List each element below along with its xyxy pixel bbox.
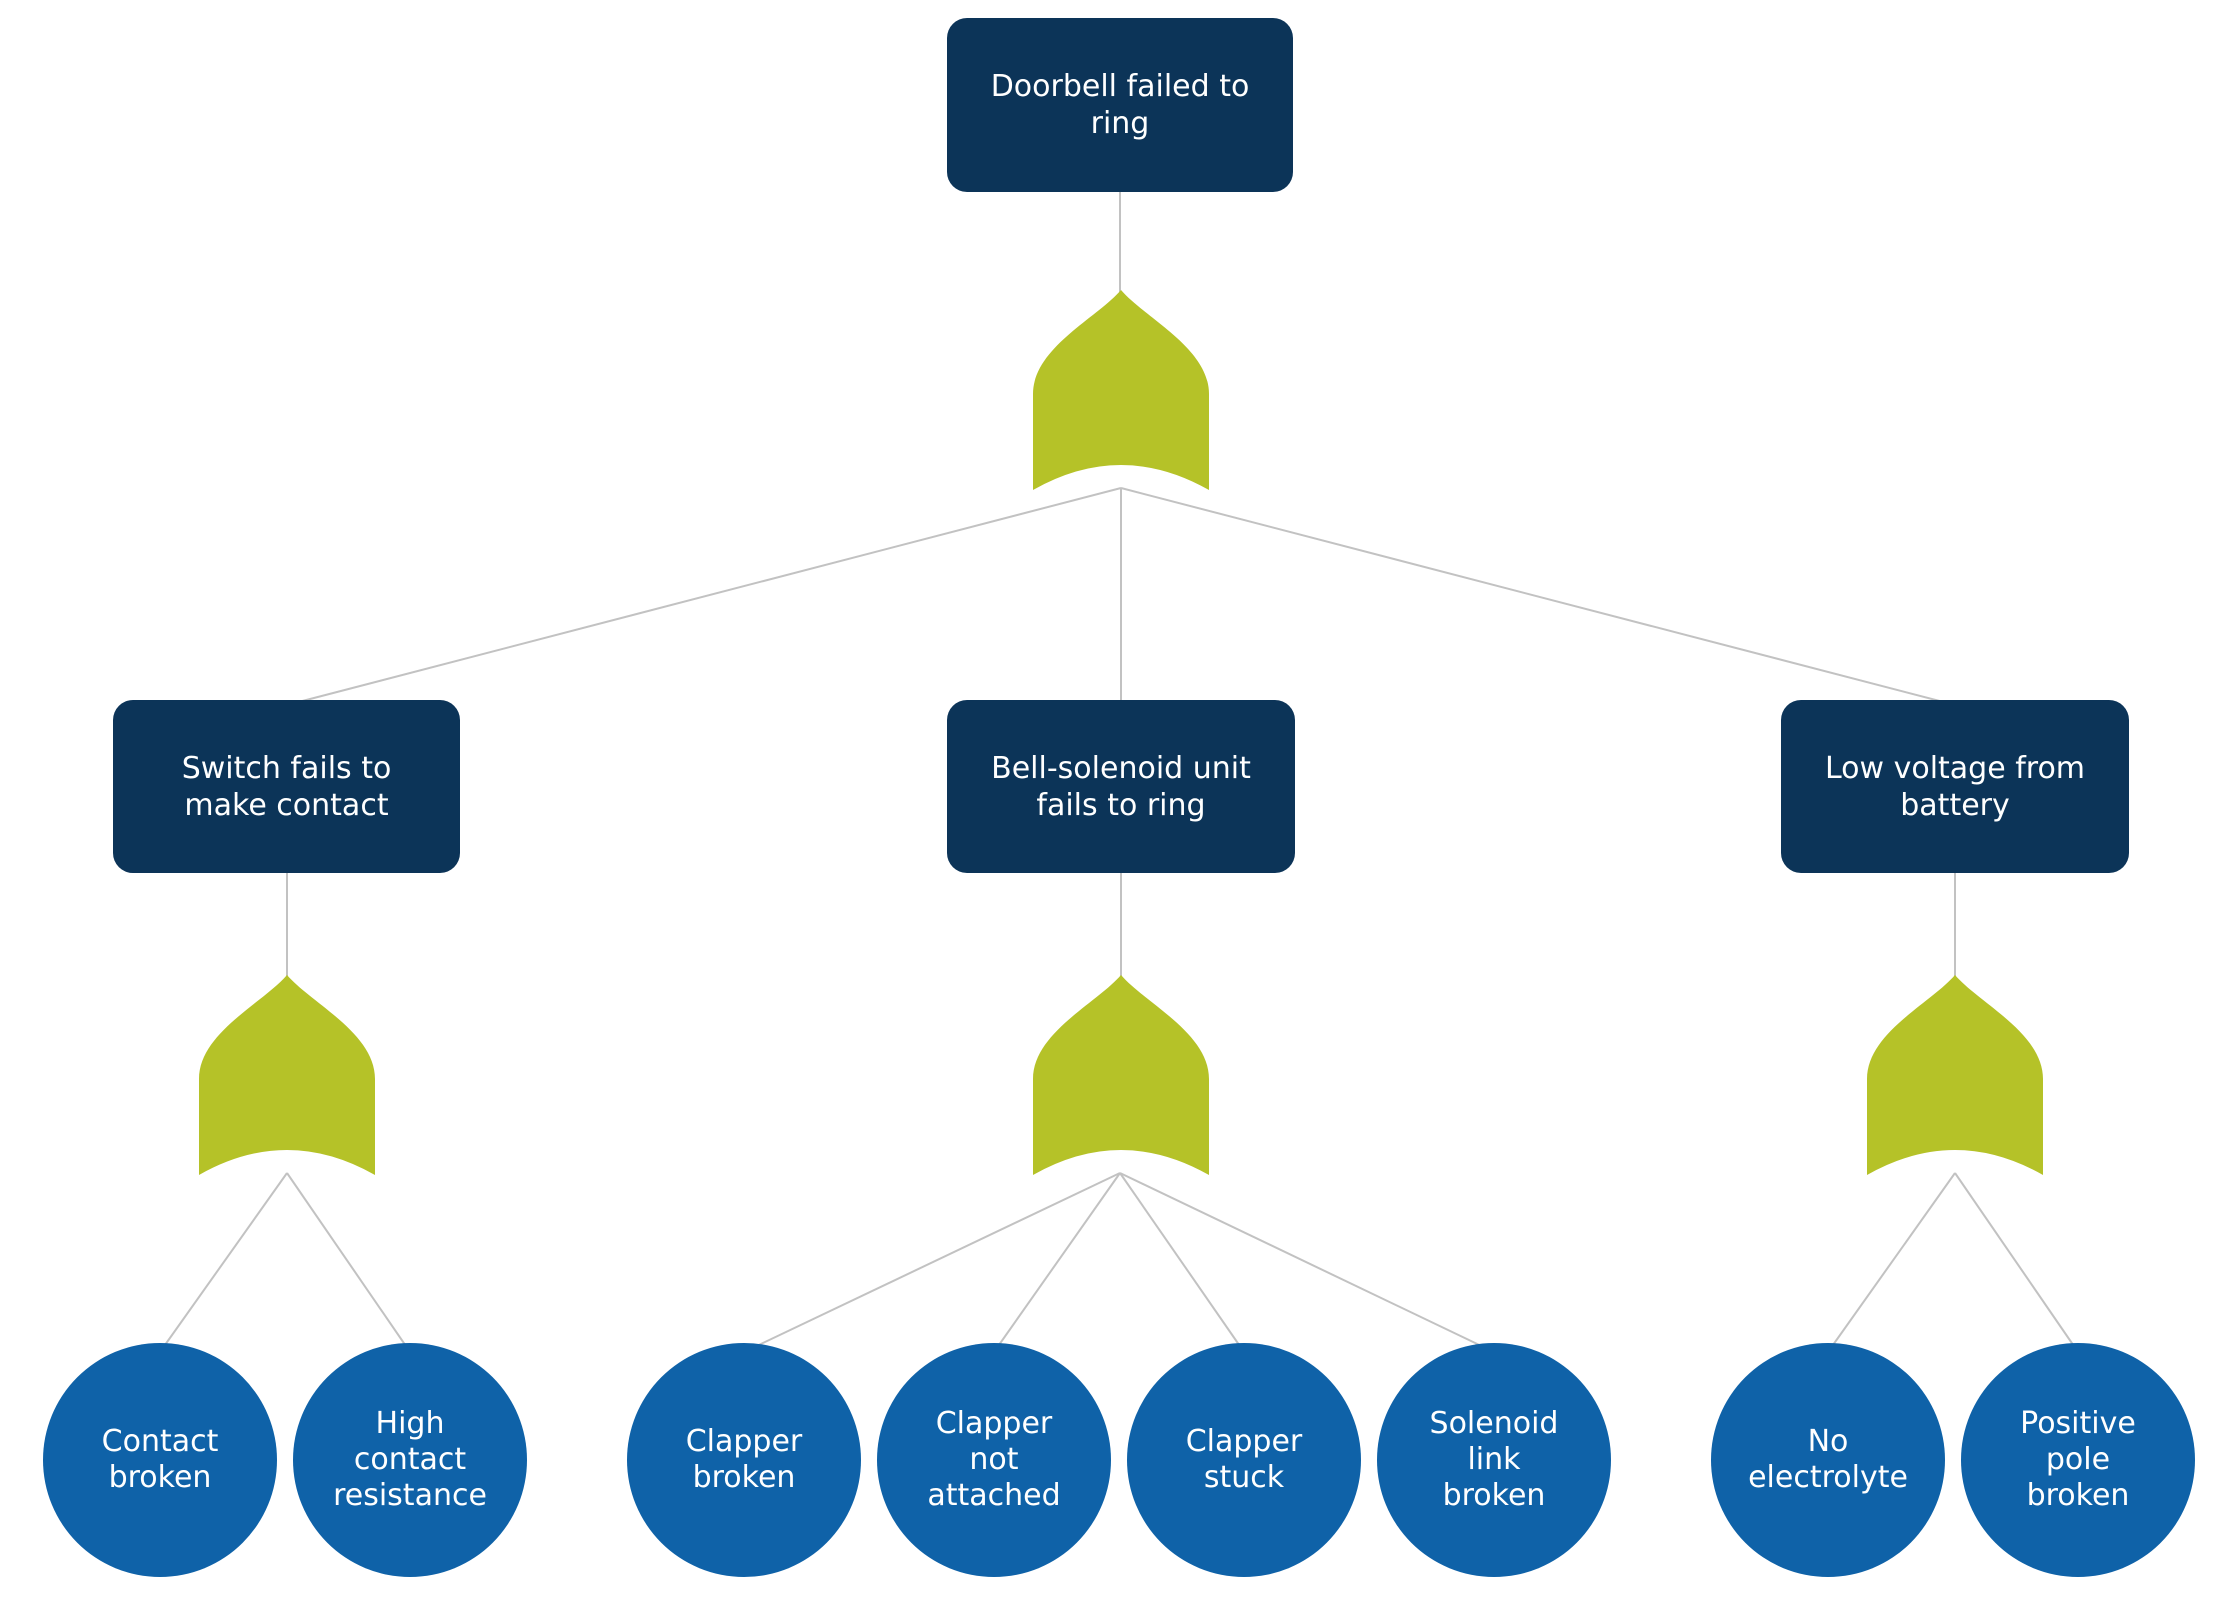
connector-line <box>286 1172 411 1353</box>
connector-lines <box>159 192 2079 1353</box>
top-event-label: Doorbell failed to ring <box>990 69 1250 141</box>
basic-event-contact-broken[interactable]: Contact broken <box>43 1343 277 1577</box>
basic-event-label: Clapper not attached <box>927 1406 1061 1513</box>
or-gate-icon[interactable] <box>199 975 375 1175</box>
connector-line <box>1119 1172 1495 1353</box>
or-gate-icon[interactable] <box>1867 975 2043 1175</box>
basic-event-clapper-not-attached[interactable]: Clapper not attached <box>877 1343 1111 1577</box>
basic-event-no-electrolyte[interactable]: No electrolyte <box>1711 1343 1945 1577</box>
connector-line <box>1119 1172 1245 1353</box>
or-gate-icon[interactable] <box>1033 975 1209 1175</box>
basic-event-high-contact-resistance[interactable]: High contact resistance <box>293 1343 527 1577</box>
or-gate-icon[interactable] <box>1033 290 1209 490</box>
connector-line <box>286 487 1122 706</box>
basic-event-label: Positive pole broken <box>2020 1406 2136 1513</box>
basic-event-label: Contact broken <box>101 1424 219 1495</box>
connector-line <box>1120 487 1956 706</box>
basic-event-clapper-stuck[interactable]: Clapper stuck <box>1127 1343 1361 1577</box>
intermediate-event-bell-solenoid[interactable]: Bell-solenoid unit fails to ring <box>947 700 1295 873</box>
basic-event-clapper-broken[interactable]: Clapper broken <box>627 1343 861 1577</box>
basic-event-label: High contact resistance <box>333 1406 487 1513</box>
basic-event-label: Clapper stuck <box>1185 1424 1303 1495</box>
basic-event-positive-pole-broken[interactable]: Positive pole broken <box>1961 1343 2195 1577</box>
connector-line <box>993 1172 1121 1353</box>
basic-event-label: No electrolyte <box>1748 1424 1908 1495</box>
top-event-node[interactable]: Doorbell failed to ring <box>947 18 1293 192</box>
connector-line <box>1954 1172 2079 1353</box>
basic-event-label: Clapper broken <box>685 1424 803 1495</box>
intermediate-event-switch[interactable]: Switch fails to make contact <box>113 700 460 873</box>
basic-event-solenoid-link-broken[interactable]: Solenoid link broken <box>1377 1343 1611 1577</box>
intermediate-event-label: Bell-solenoid unit fails to ring <box>991 750 1251 823</box>
connector-line <box>1827 1172 1956 1353</box>
intermediate-event-label: Switch fails to make contact <box>181 750 392 823</box>
intermediate-event-label: Low voltage from battery <box>1824 750 2086 823</box>
intermediate-event-low-voltage[interactable]: Low voltage from battery <box>1781 700 2129 873</box>
basic-event-label: Solenoid link broken <box>1429 1406 1559 1513</box>
connector-line <box>743 1172 1121 1353</box>
connector-line <box>159 1172 288 1353</box>
